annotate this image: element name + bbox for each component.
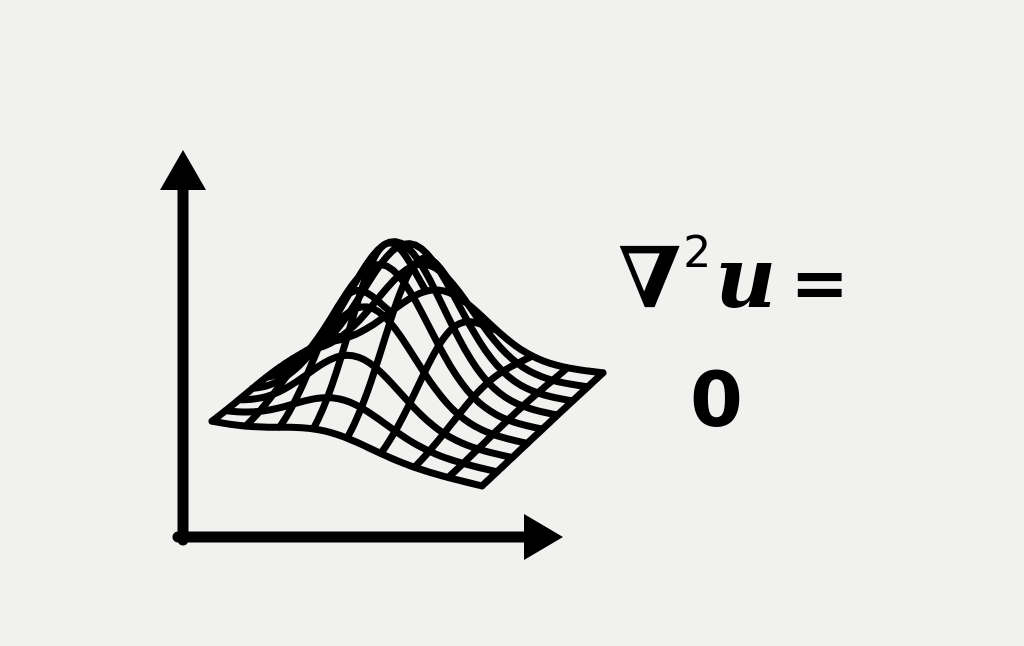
surface-grid-line <box>242 331 359 430</box>
surface-grid-line <box>309 239 430 433</box>
laplace-equation: ∇ 2 u = <box>618 227 849 336</box>
y-axis-arrowhead <box>160 150 206 190</box>
axes-icon <box>160 150 563 560</box>
equals-sign: = <box>790 242 849 324</box>
surface-grid-line <box>444 364 572 481</box>
surface-grid-line <box>343 254 465 442</box>
surface-grid-line <box>276 287 395 431</box>
variable-u: u <box>715 228 777 327</box>
surface-grid-line <box>478 369 607 490</box>
surface-grid-line <box>377 318 501 457</box>
gaussian-surface-icon <box>208 238 607 490</box>
exponent: 2 <box>683 227 712 278</box>
nabla-symbol: ∇ <box>618 228 682 327</box>
surface-grid-line <box>411 352 536 471</box>
equation-rhs: 0 <box>690 355 743 444</box>
x-axis-arrowhead <box>524 514 563 560</box>
